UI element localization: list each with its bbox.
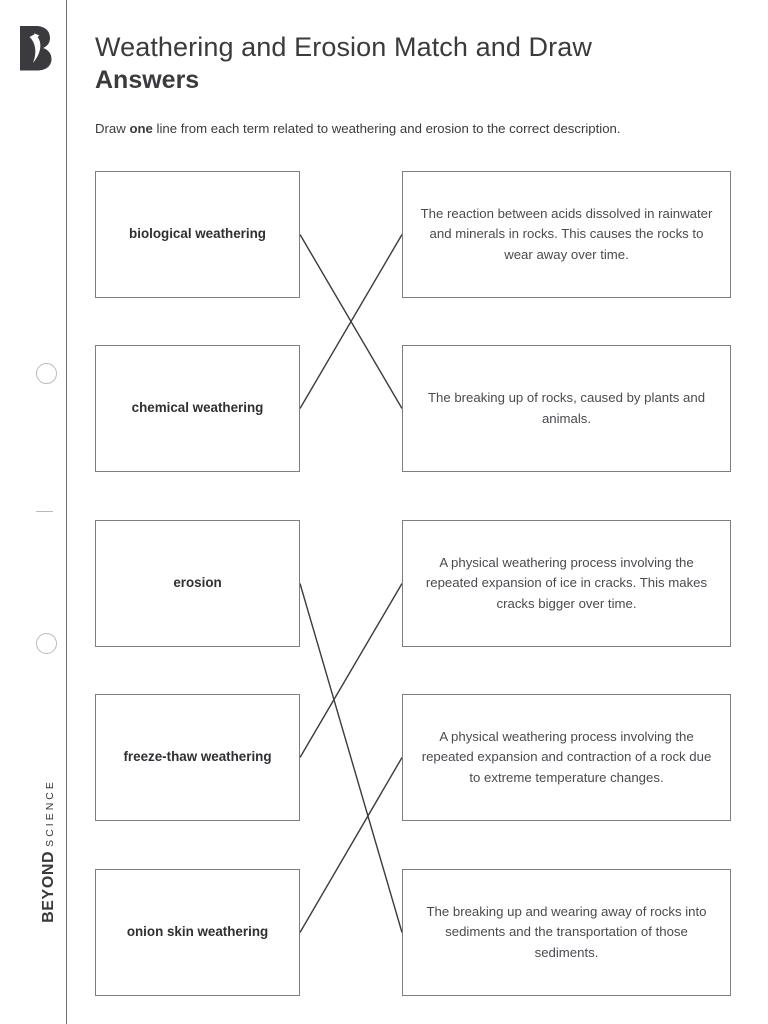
page-margin-rail: BEYONDSCIENCE: [0, 0, 66, 1024]
instructions-text: Draw one line from each term related to …: [95, 119, 740, 138]
answer-line: [299, 234, 403, 409]
term-box-freeze-thaw-weathering[interactable]: freeze-thaw weathering: [95, 694, 300, 821]
description-box-acid-reaction[interactable]: The reaction between acids dissolved in …: [402, 171, 731, 298]
description-box-sediment-transport[interactable]: The breaking up and wearing away of rock…: [402, 869, 731, 996]
term-box-biological-weathering[interactable]: biological weathering: [95, 171, 300, 298]
page-title: Weathering and Erosion Match and Draw: [95, 32, 592, 62]
description-box-ice-in-cracks[interactable]: A physical weathering process involving …: [402, 520, 731, 647]
term-label: freeze-thaw weathering: [123, 749, 272, 765]
description-label: The breaking up and wearing away of rock…: [426, 904, 707, 960]
answer-line: [299, 583, 403, 758]
punch-hole-icon: [36, 633, 57, 654]
punch-hole-icon: [36, 363, 57, 384]
description-label: A physical weathering process involving …: [425, 555, 708, 611]
description-label: A physical weathering process involving …: [421, 729, 712, 785]
answer-line: [299, 757, 403, 933]
worksheet-header: Weathering and Erosion Match and Draw An…: [95, 30, 735, 96]
answer-line: [299, 234, 403, 409]
term-box-onion-skin-weathering[interactable]: onion skin weathering: [95, 869, 300, 996]
description-box-plants-animals[interactable]: The breaking up of rocks, caused by plan…: [402, 345, 731, 472]
beyond-b-logo-icon: [16, 24, 54, 72]
margin-divider: [66, 0, 67, 1024]
description-label: The breaking up of rocks, caused by plan…: [427, 390, 706, 426]
page-subtitle: Answers: [95, 65, 200, 94]
instructions-part-1: Draw: [95, 121, 130, 136]
term-label: biological weathering: [129, 226, 266, 242]
instructions-emphasis: one: [129, 121, 153, 136]
instructions-part-2: line from each term related to weatherin…: [152, 121, 621, 136]
term-box-chemical-weathering[interactable]: chemical weathering: [95, 345, 300, 472]
term-label: erosion: [173, 575, 222, 591]
description-box-temperature-changes[interactable]: A physical weathering process involving …: [402, 694, 731, 821]
description-label: The reaction between acids dissolved in …: [420, 206, 713, 262]
term-box-erosion[interactable]: erosion: [95, 520, 300, 647]
margin-dash-icon: [36, 511, 53, 512]
answer-line: [299, 583, 403, 933]
term-label: onion skin weathering: [126, 924, 269, 940]
term-label: chemical weathering: [131, 400, 264, 416]
